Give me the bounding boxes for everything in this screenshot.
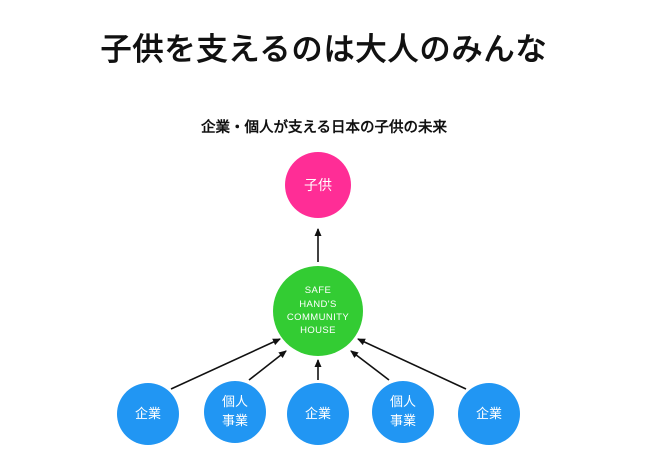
node-hub-line: HAND'S bbox=[299, 298, 337, 310]
node-source-line: 個人 bbox=[389, 394, 416, 410]
arrow-source1-to-hub bbox=[170, 338, 281, 390]
node-hub-line: HOUSE bbox=[300, 325, 336, 337]
diagram-subtitle: 企業・個人が支える日本の子供の未来 bbox=[200, 120, 448, 136]
node-child: 子供 bbox=[285, 152, 351, 218]
arrow-source4-to-hub bbox=[350, 350, 390, 381]
node-source-label: 企業 bbox=[475, 405, 502, 421]
node-source-label: 企業 bbox=[304, 405, 331, 421]
page-title: 子供を支えるのは大人のみんな bbox=[100, 32, 548, 67]
node-community-house: SAFE HAND'S COMMUNITY HOUSE bbox=[273, 266, 363, 356]
node-source-company-1: 企業 bbox=[117, 383, 179, 445]
arrow-source2-to-hub bbox=[248, 350, 287, 381]
node-source-individual-2: 個人 事業 bbox=[372, 381, 434, 443]
node-hub-line: SAFE bbox=[304, 285, 332, 297]
node-source-line: 個人 bbox=[221, 394, 248, 410]
node-hub-line: COMMUNITY bbox=[286, 312, 350, 323]
node-source-company-2: 企業 bbox=[287, 383, 349, 445]
node-source-company-3: 企業 bbox=[458, 383, 520, 445]
node-source-label: 企業 bbox=[134, 405, 161, 421]
node-source-line: 事業 bbox=[221, 413, 248, 428]
node-source-individual-1: 個人 事業 bbox=[204, 381, 266, 443]
node-child-label: 子供 bbox=[304, 177, 332, 193]
arrow-source5-to-hub bbox=[357, 338, 467, 390]
node-source-line: 事業 bbox=[389, 413, 416, 428]
